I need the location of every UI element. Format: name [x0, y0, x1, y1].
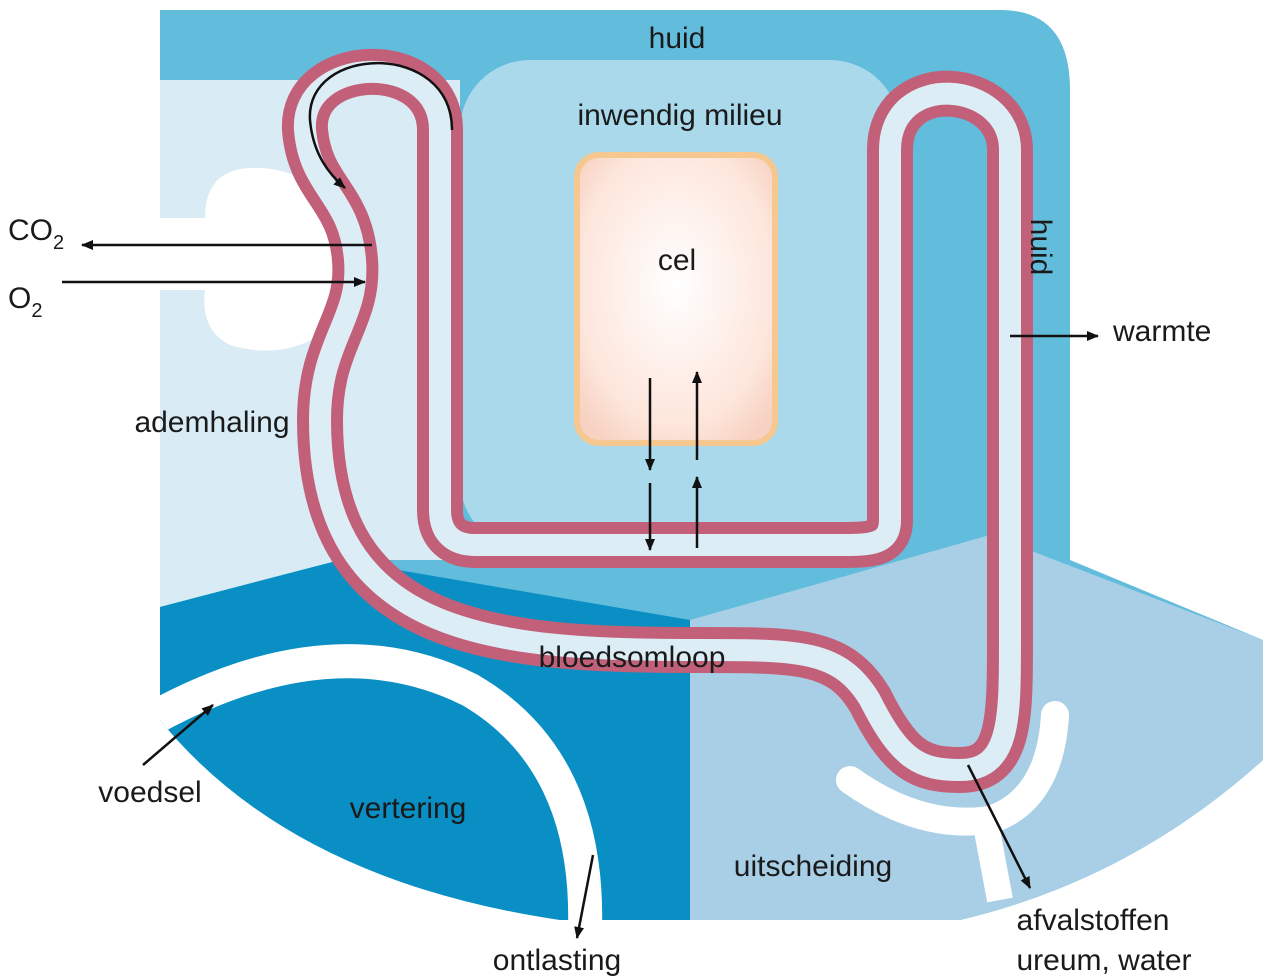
excretory-duct: [985, 820, 1000, 900]
excretion-label: uitscheiding: [734, 850, 892, 883]
inner-milieu-label: inwendig milieu: [577, 99, 782, 132]
lung-region: [0, 80, 460, 640]
waste-label-line2: ureum, water: [1016, 944, 1191, 977]
circulation-label: bloedsomloop: [539, 641, 726, 674]
food-label: voedsel: [98, 776, 201, 809]
waste-label-line1: afvalstoffen: [1017, 904, 1170, 937]
co2-label: CO2: [8, 214, 64, 254]
breathing-label: ademhaling: [134, 406, 289, 439]
o2-label: O2: [8, 282, 42, 322]
skin-top-label: huid: [649, 22, 706, 55]
digestion-label: vertering: [350, 792, 467, 825]
cell: [577, 155, 775, 443]
feces-label: ontlasting: [493, 944, 621, 977]
skin-right-label: huid: [1024, 219, 1057, 276]
cell-label: cel: [658, 244, 696, 277]
heat-label: warmte: [1112, 315, 1211, 348]
